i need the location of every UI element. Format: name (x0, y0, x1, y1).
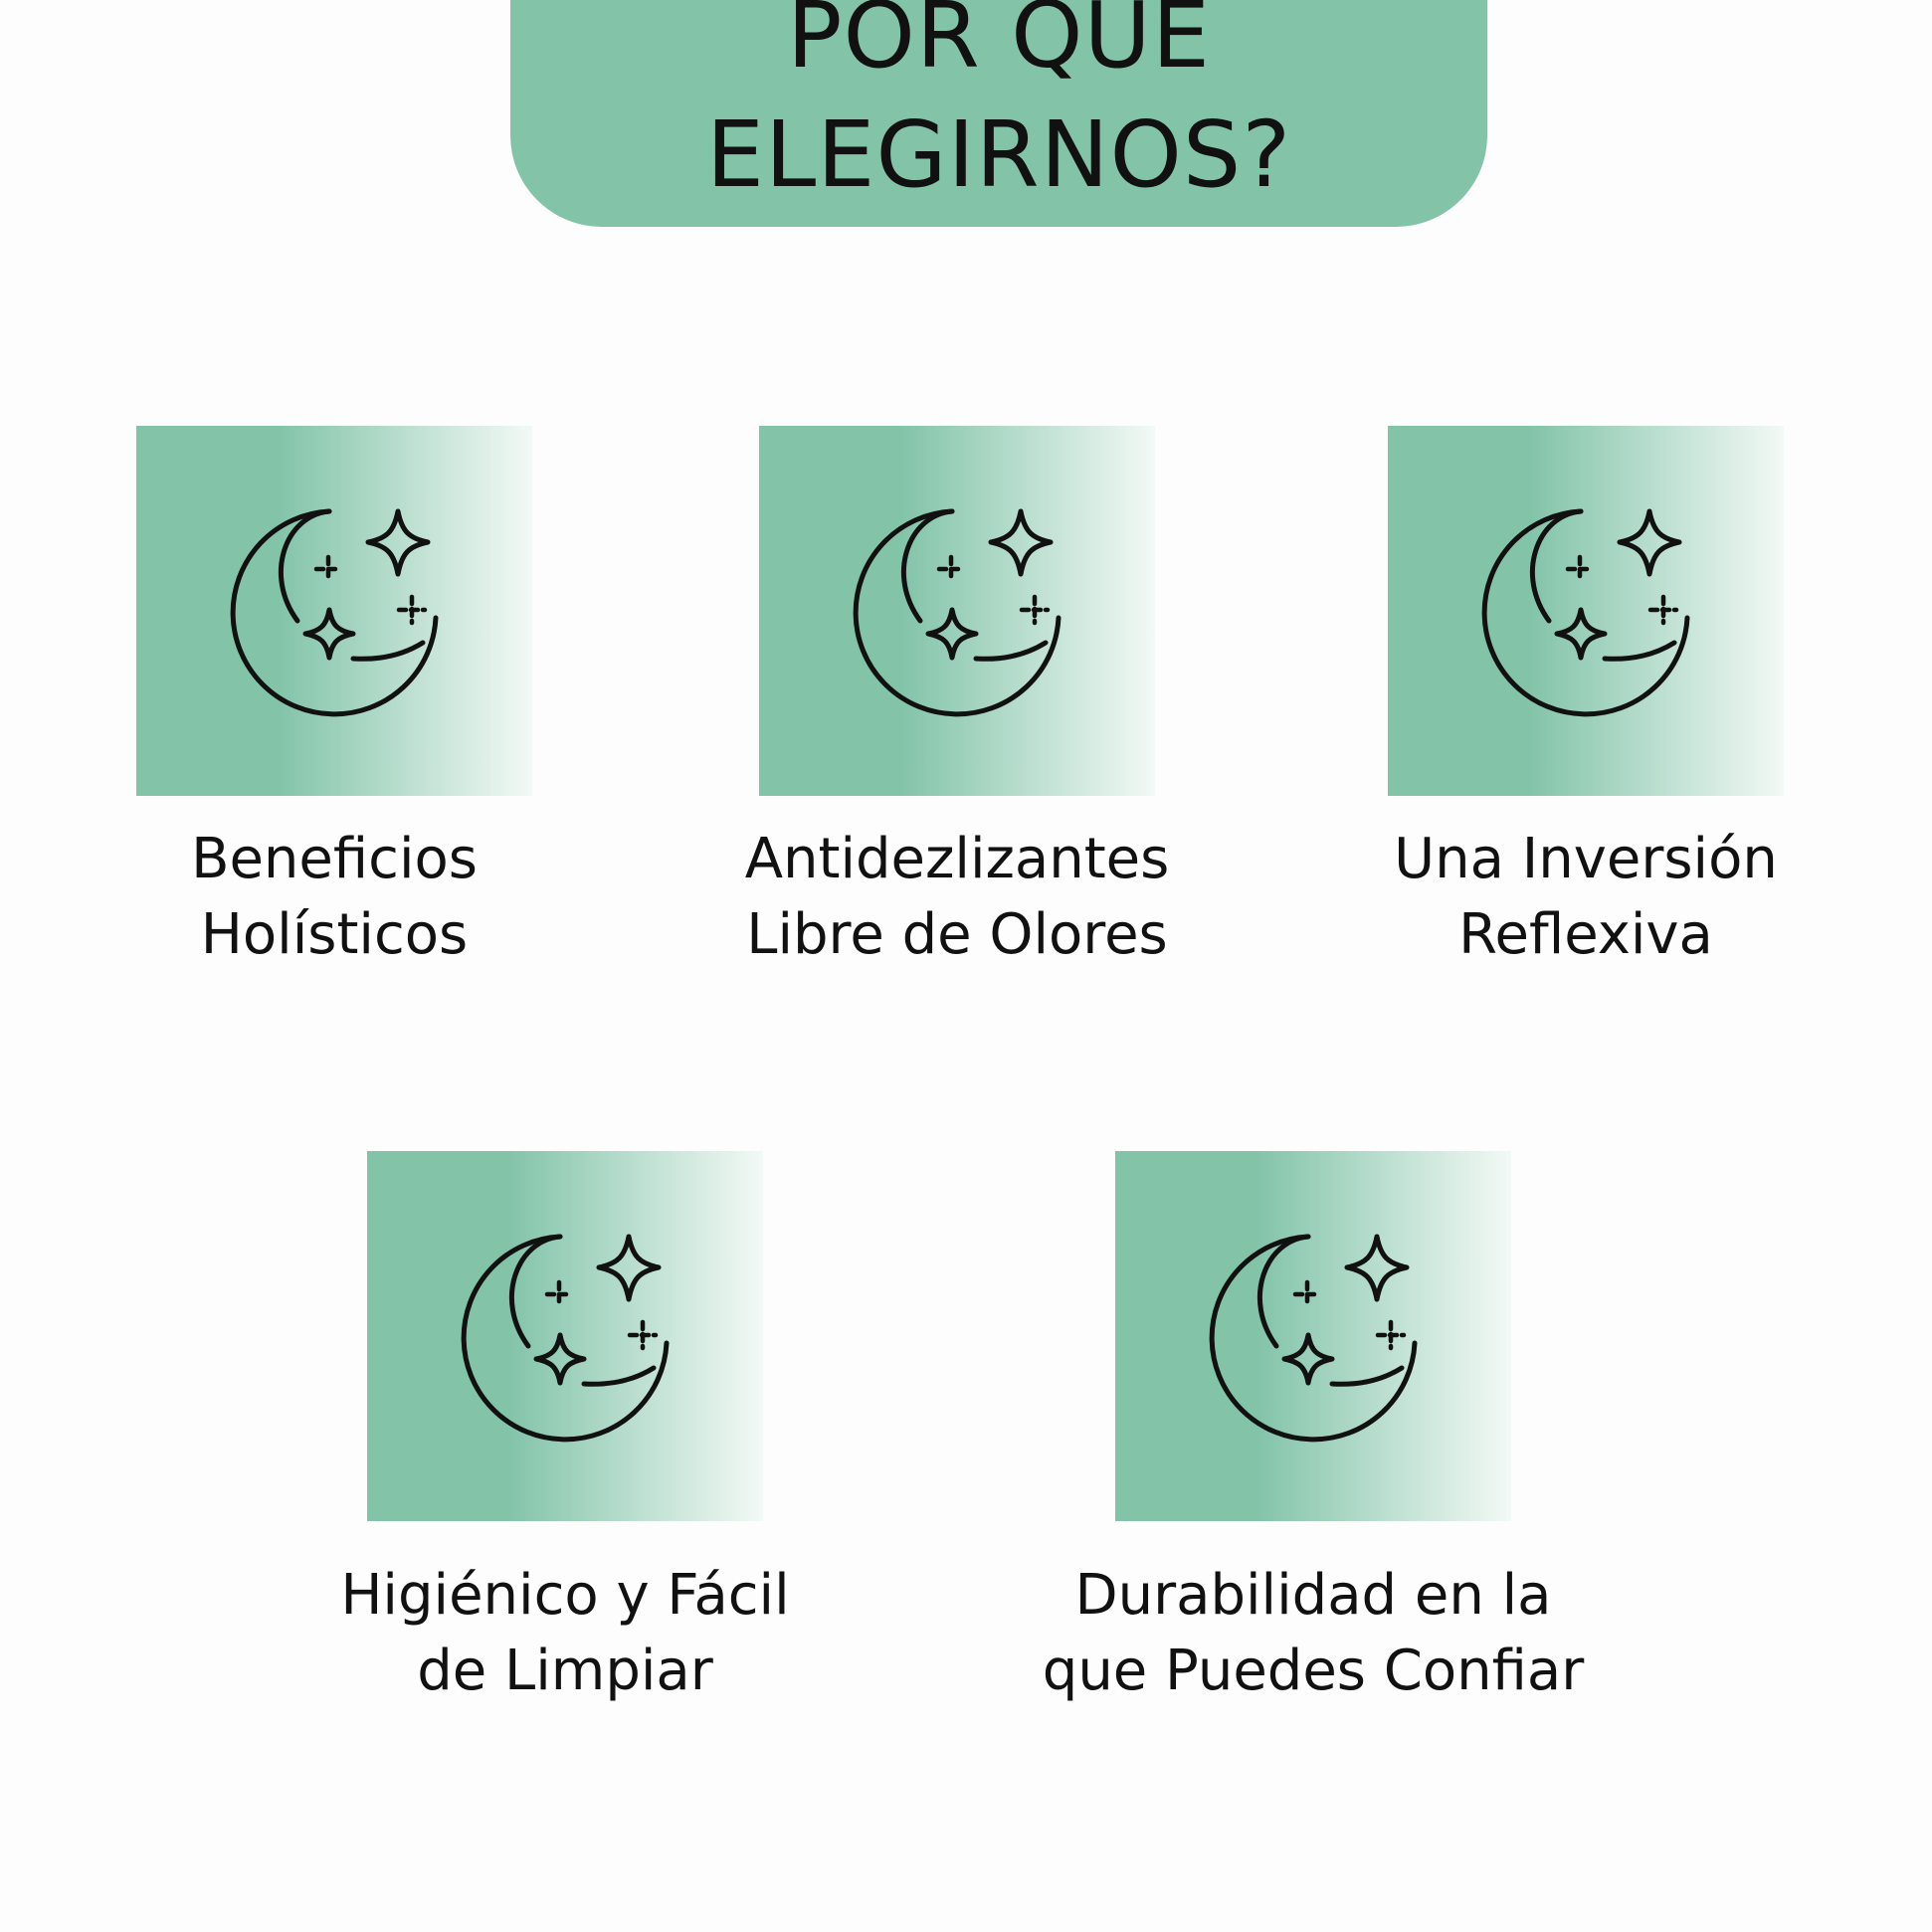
moon-stars-icon (1388, 426, 1784, 796)
moon-stars-icon (759, 426, 1155, 796)
feature-caption-line: Libre de Olores (746, 902, 1168, 967)
feature-card-higienico (367, 1151, 763, 1521)
feature-caption-beneficios: Beneficios Holísticos (56, 822, 613, 973)
feature-caption-higienico: Higiénico y Fácil de Limpiar (287, 1558, 844, 1709)
moon-stars-icon (1115, 1151, 1511, 1521)
moon-stars-icon (136, 426, 532, 796)
feature-card-inversion (1388, 426, 1784, 796)
feature-caption-line: Durabilidad en la (1074, 1563, 1552, 1628)
feature-caption-line: Holísticos (200, 902, 469, 967)
feature-card-antidezlizantes (759, 426, 1155, 796)
feature-card-beneficios (136, 426, 532, 796)
feature-caption-line: Beneficios (191, 827, 478, 891)
feature-caption-durabilidad: Durabilidad en la que Puedes Confiar (1035, 1558, 1592, 1709)
feature-caption-line: Reflexiva (1458, 902, 1713, 967)
feature-caption-line: Higiénico y Fácil (340, 1563, 790, 1628)
feature-card-durabilidad (1115, 1151, 1511, 1521)
page-title-line2: ELEGIRNOS? (705, 101, 1292, 208)
feature-caption-line: Antidezlizantes (744, 827, 1170, 891)
feature-caption-inversion: Una Inversión Reflexiva (1307, 822, 1864, 973)
page-title-line1: POR QUE (787, 0, 1211, 89)
feature-caption-line: que Puedes Confiar (1042, 1639, 1585, 1703)
moon-stars-icon (367, 1151, 763, 1521)
feature-caption-line: Una Inversión (1394, 827, 1778, 891)
feature-caption-antidezlizantes: Antidezlizantes Libre de Olores (678, 822, 1236, 973)
feature-caption-line: de Limpiar (417, 1639, 713, 1703)
title-banner: POR QUE ELEGIRNOS? (510, 0, 1487, 227)
